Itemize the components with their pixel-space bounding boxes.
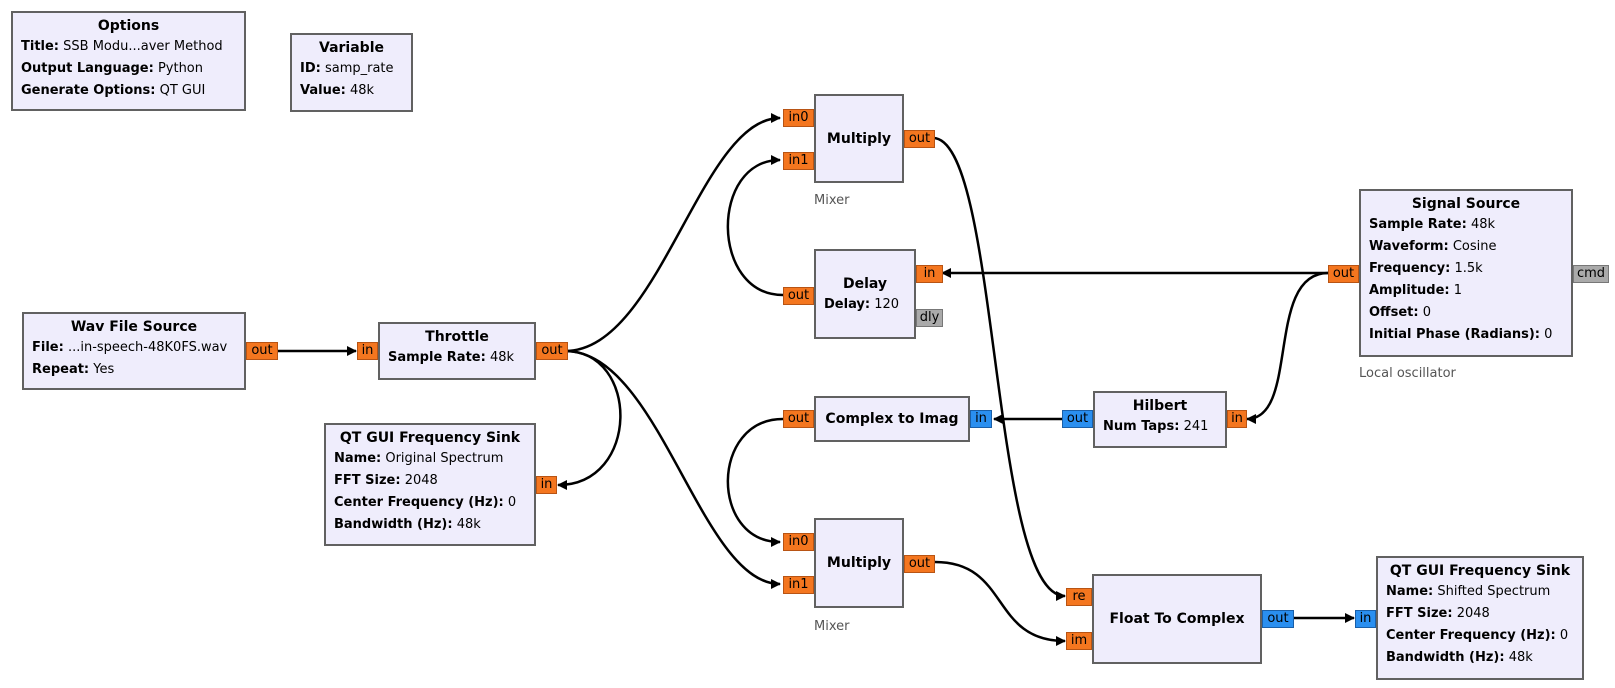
hilbert-title: Hilbert (1132, 398, 1188, 414)
mult2-title: Multiply (826, 555, 892, 571)
qtsink2-param-center: Center Frequency (Hz): 0 (1386, 628, 1569, 643)
sigsrc-param-frequency: Frequency: 1.5k (1369, 261, 1483, 276)
wire-delay-to-mult1-in1 (726, 155, 784, 297)
f2c-title: Float To Complex (1109, 611, 1245, 627)
mult2-in1-port[interactable]: in1 (783, 576, 814, 594)
options-block[interactable]: Options Title: SSB Modu...aver Method Ou… (11, 11, 246, 111)
wav-title: Wav File Source (70, 319, 198, 335)
delay-block[interactable]: Delay Delay: 120 (814, 249, 916, 339)
complex-to-imag-block[interactable]: Complex to Imag (814, 396, 970, 442)
hilbert-in-port[interactable]: in (1227, 410, 1247, 428)
float-to-complex-block[interactable]: Float To Complex (1092, 574, 1262, 664)
options-param-title: Title: SSB Modu...aver Method (21, 39, 223, 54)
sigsrc-param-rate: Sample Rate: 48k (1369, 217, 1496, 232)
f2c-im-port[interactable]: im (1066, 632, 1092, 650)
wire-mult2-to-f2c-im (934, 560, 1066, 646)
qtsink2-param-fft: FFT Size: 2048 (1386, 606, 1490, 621)
wire-mult1-to-f2c-re (932, 136, 1066, 601)
mult1-in0-port[interactable]: in0 (783, 109, 814, 127)
sigsrc-param-offset: Offset: 0 (1369, 305, 1431, 320)
qtsink1-title: QT GUI Frequency Sink (339, 430, 521, 446)
c2i-out-port[interactable]: out (783, 410, 814, 428)
options-title: Options (97, 18, 160, 34)
wav-param-file: File: ...in-speech-48K0FS.wav (32, 340, 228, 355)
mult1-in1-port[interactable]: in1 (783, 152, 814, 170)
delay-in-port[interactable]: in (916, 265, 943, 283)
hilbert-param-taps: Num Taps: 241 (1103, 419, 1209, 434)
delay-param-delay: Delay: 120 (824, 297, 900, 312)
qt-freq-sink-original-block[interactable]: QT GUI Frequency Sink Name: Original Spe… (324, 423, 536, 546)
throttle-title: Throttle (425, 329, 489, 345)
multiply-top-block[interactable]: Multiply (814, 94, 904, 183)
qtsink2-param-bw: Bandwidth (Hz): 48k (1386, 650, 1533, 665)
qtsink1-param-bw: Bandwidth (Hz): 48k (334, 517, 481, 532)
throttle-param-rate: Sample Rate: 48k (388, 350, 515, 365)
variable-param-id: ID: samp_rate (300, 61, 394, 76)
qtsink1-in-port[interactable]: in (536, 476, 557, 494)
variable-title: Variable (319, 40, 384, 56)
qtsink1-param-center: Center Frequency (Hz): 0 (334, 495, 517, 510)
multiply-bottom-block[interactable]: Multiply (814, 518, 904, 608)
c2i-in-port[interactable]: in (970, 410, 992, 428)
wire-c2i-to-mult2-in0 (726, 417, 784, 547)
throttle-out-port[interactable]: out (536, 342, 568, 360)
qtsink2-in-port[interactable]: in (1355, 610, 1376, 628)
options-param-generate: Generate Options: QT GUI (21, 83, 206, 98)
c2i-title: Complex to Imag (825, 411, 959, 427)
wav-param-repeat: Repeat: Yes (32, 362, 115, 377)
variable-param-value: Value: 48k (300, 83, 375, 98)
qtsink2-title: QT GUI Frequency Sink (1389, 563, 1571, 579)
hilbert-out-port[interactable]: out (1062, 410, 1093, 428)
qtsink2-param-name: Name: Shifted Spectrum (1386, 584, 1551, 599)
sigsrc-param-phase: Initial Phase (Radians): 0 (1369, 327, 1553, 342)
wav-file-source-block[interactable]: Wav File Source File: ...in-speech-48K0F… (22, 312, 246, 390)
sigsrc-cmd-port[interactable]: cmd (1573, 265, 1609, 283)
delay-dly-port[interactable]: dly (916, 309, 943, 327)
throttle-block[interactable]: Throttle Sample Rate: 48k (378, 322, 536, 380)
throttle-in-port[interactable]: in (357, 342, 378, 360)
hilbert-block[interactable]: Hilbert Num Taps: 241 (1093, 391, 1227, 448)
mult1-title: Multiply (826, 130, 892, 147)
signal-source-block[interactable]: Signal Source Sample Rate: 48k Waveform:… (1359, 189, 1573, 357)
mult2-comment: Mixer (814, 619, 850, 634)
qt-freq-sink-shifted-block[interactable]: QT GUI Frequency Sink Name: Shifted Spec… (1376, 556, 1584, 680)
mult2-out-port[interactable]: out (904, 555, 935, 573)
mult1-out-port[interactable]: out (904, 130, 935, 148)
delay-out-port[interactable]: out (783, 287, 814, 305)
sigsrc-param-waveform: Waveform: Cosine (1369, 239, 1497, 254)
wav-out-port[interactable]: out (246, 342, 278, 360)
sigsrc-comment: Local oscillator (1359, 366, 1456, 381)
wire-throttle-to-mult2-in1 (564, 349, 781, 589)
sigsrc-out-port[interactable]: out (1328, 265, 1359, 283)
wire-throttle-to-mult1-in0 (564, 113, 781, 353)
options-param-language: Output Language: Python (21, 61, 203, 76)
sigsrc-title: Signal Source (1411, 196, 1521, 212)
qtsink1-param-fft: FFT Size: 2048 (334, 473, 438, 488)
f2c-out-port[interactable]: out (1262, 610, 1294, 628)
wire-sigsrc-to-hilbert (1246, 271, 1329, 424)
qtsink1-param-name: Name: Original Spectrum (334, 451, 504, 466)
mult1-comment: Mixer (814, 193, 850, 208)
mult2-in0-port[interactable]: in0 (783, 533, 814, 551)
sigsrc-param-amplitude: Amplitude: 1 (1369, 283, 1463, 298)
variable-block[interactable]: Variable ID: samp_rate Value: 48k (290, 33, 413, 112)
delay-title: Delay (842, 276, 888, 292)
f2c-re-port[interactable]: re (1066, 588, 1092, 606)
